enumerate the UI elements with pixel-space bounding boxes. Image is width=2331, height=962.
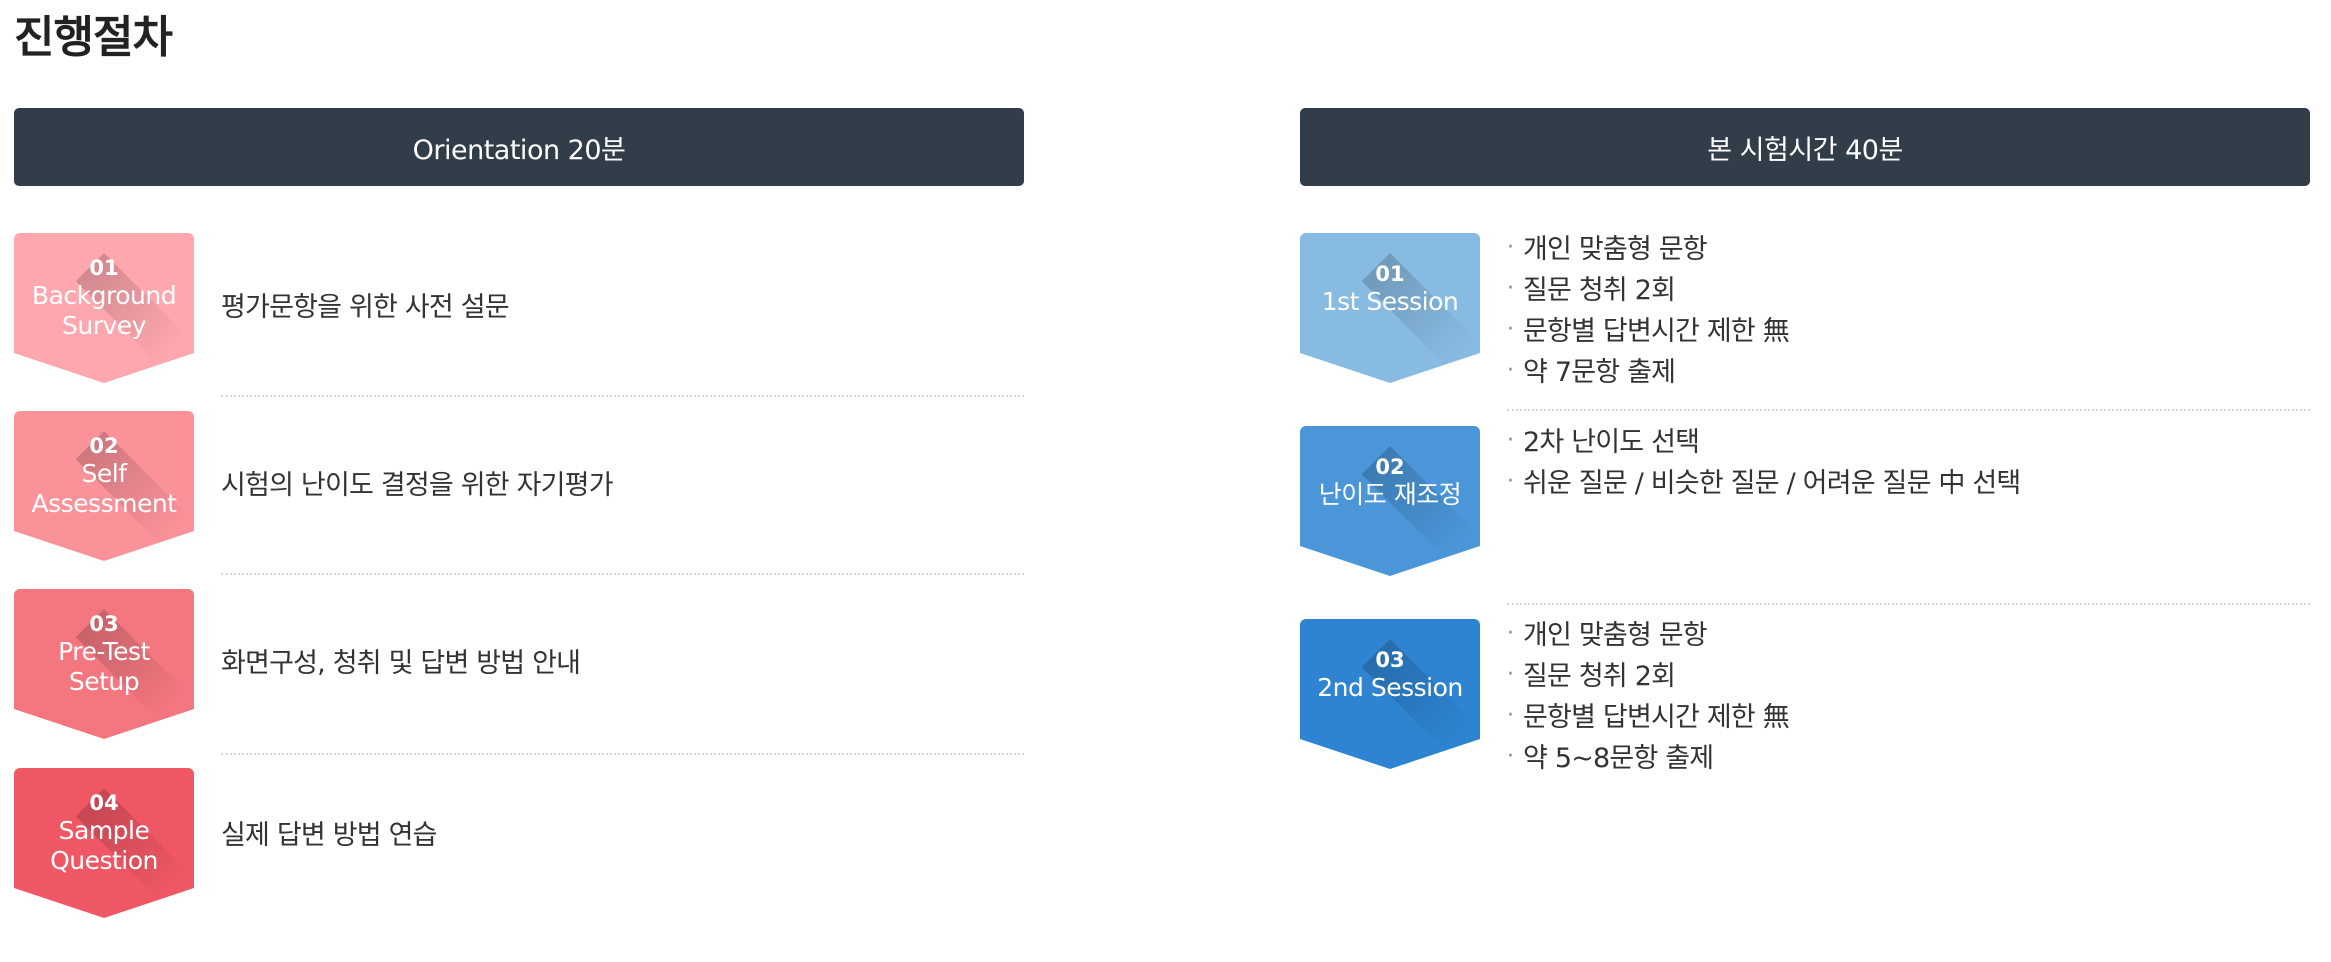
step-badge: 02 Self Assessment [14, 411, 194, 561]
step-badge: 02 난이도 재조정 [1300, 426, 1480, 576]
orientation-section: Orientation 20분 01 Background Survey 평가문… [14, 108, 1024, 918]
step-number: 01 [89, 256, 119, 280]
step-badge: 01 1st Session [1300, 233, 1480, 383]
session-step-2: 02 난이도 재조정 2차 난이도 선택 쉬운 질문 / 비슷한 질문 / 어려… [1300, 420, 2310, 616]
page-title: 진행절차 [14, 12, 173, 63]
list-item: 약 7문항 출제 [1507, 350, 1789, 393]
step-name-line: Survey [62, 311, 146, 340]
session-bullet-list: 개인 맞춤형 문항 질문 청취 2회 문항별 답변시간 제한 無 약 7문항 출… [1507, 227, 1790, 393]
list-item: 약 5~8문항 출제 [1507, 736, 1789, 779]
session-bullet-list: 개인 맞춤형 문항 질문 청취 2회 문항별 답변시간 제한 無 약 5~8문항… [1507, 613, 1790, 779]
session-step-1: 01 1st Session 개인 맞춤형 문항 질문 청취 2회 문항별 답변… [1300, 227, 2310, 423]
list-item: 쉬운 질문 / 비슷한 질문 / 어려운 질문 中 선택 [1507, 461, 2021, 504]
list-item: 문항별 답변시간 제한 無 [1507, 695, 1790, 738]
divider [221, 753, 1024, 755]
step-name-line: Assessment [31, 489, 177, 518]
divider [1507, 603, 2310, 605]
session-bullet-list: 2차 난이도 선택 쉬운 질문 / 비슷한 질문 / 어려운 질문 中 선택 [1507, 420, 2021, 504]
divider [1507, 409, 2310, 411]
main-test-header: 본 시험시간 40분 [1300, 108, 2310, 186]
step-name: 1st Session [1321, 287, 1459, 316]
step-badge: 04 Sample Question [14, 768, 194, 918]
step-name-line: Question [50, 846, 158, 875]
step-badge: 03 Pre-Test Setup [14, 589, 194, 739]
step-badge: 03 2nd Session [1300, 619, 1480, 769]
orientation-step-2: 02 Self Assessment 시험의 난이도 결정을 위한 자기평가 [14, 411, 1024, 591]
step-description: 화면구성, 청취 및 답변 방법 안내 [221, 648, 581, 679]
step-number: 03 [89, 612, 119, 636]
divider [221, 573, 1024, 575]
step-number: 01 [1375, 262, 1405, 286]
step-name: 2nd Session [1317, 673, 1463, 702]
step-name: 난이도 재조정 [1318, 480, 1462, 509]
list-item: 질문 청취 2회 [1507, 654, 1789, 697]
orientation-step-1: 01 Background Survey 평가문항을 위한 사전 설문 [14, 233, 1024, 413]
orientation-header: Orientation 20분 [14, 108, 1024, 186]
list-item: 개인 맞춤형 문항 [1507, 227, 1789, 270]
step-number: 02 [1375, 455, 1405, 479]
divider [221, 395, 1024, 397]
list-item: 개인 맞춤형 문항 [1507, 613, 1789, 656]
step-number: 04 [89, 791, 119, 815]
step-name-line: Sample [58, 816, 150, 845]
list-item: 문항별 답변시간 제한 無 [1507, 309, 1790, 352]
list-item: 질문 청취 2회 [1507, 268, 1789, 311]
step-name-line: Pre-Test [58, 637, 150, 666]
step-number: 02 [89, 434, 119, 458]
step-name-line: Background [31, 281, 177, 310]
step-name-line: Setup [68, 667, 140, 696]
main-test-section: 본 시험시간 40분 01 1st Session 개인 맞춤형 문항 질문 청… [1300, 108, 2310, 777]
step-description: 시험의 난이도 결정을 위한 자기평가 [221, 470, 614, 501]
session-step-3: 03 2nd Session 개인 맞춤형 문항 질문 청취 2회 문항별 답변… [1300, 613, 2310, 809]
orientation-step-4: 04 Sample Question 실제 답변 방법 연습 [14, 768, 1024, 928]
orientation-step-3: 03 Pre-Test Setup 화면구성, 청취 및 답변 방법 안내 [14, 589, 1024, 769]
step-description: 평가문항을 위한 사전 설문 [221, 292, 510, 323]
list-item: 2차 난이도 선택 [1507, 420, 2020, 463]
step-name-line: Self [81, 459, 128, 488]
step-badge: 01 Background Survey [14, 233, 194, 383]
step-description: 실제 답변 방법 연습 [221, 820, 437, 851]
step-number: 03 [1375, 648, 1405, 672]
